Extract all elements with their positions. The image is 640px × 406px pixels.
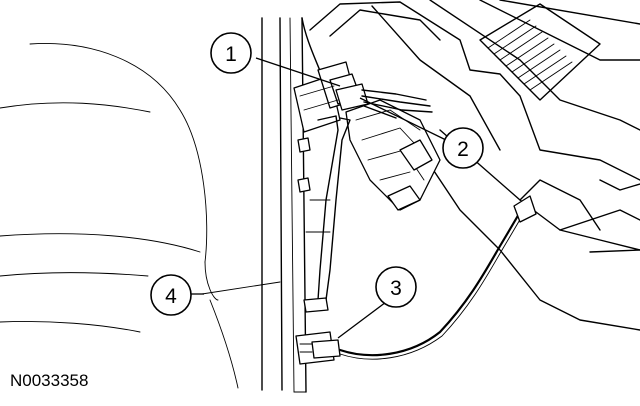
callout-2: 2 bbox=[442, 127, 484, 169]
lower-connector bbox=[295, 331, 341, 365]
switch-assembly bbox=[345, 99, 441, 211]
callout-2-label: 2 bbox=[457, 138, 469, 161]
actuator-rod bbox=[297, 115, 351, 313]
body-panel-outline bbox=[0, 43, 281, 389]
door-frame bbox=[261, 17, 323, 393]
callout-3: 3 bbox=[375, 266, 417, 308]
callout-1: 1 bbox=[210, 32, 252, 74]
callout-1-label: 1 bbox=[225, 43, 237, 66]
callout-3-label: 3 bbox=[390, 277, 402, 300]
upper-housing bbox=[309, 0, 640, 331]
callout-4-label: 4 bbox=[165, 285, 177, 308]
callout-4: 4 bbox=[150, 274, 192, 316]
reference-number: N0033358 bbox=[10, 371, 88, 390]
wire-harness bbox=[338, 195, 537, 360]
upper-connector bbox=[335, 83, 433, 119]
